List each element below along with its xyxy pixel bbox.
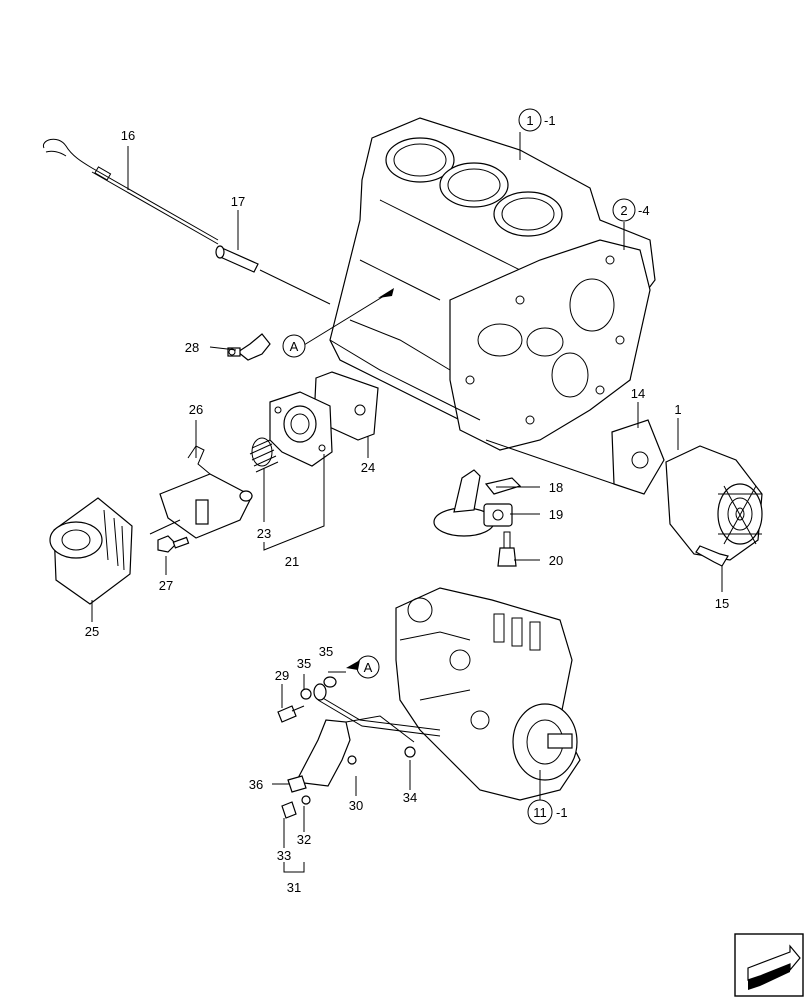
callout-23: 23: [257, 526, 271, 541]
callout-17: 17: [231, 194, 245, 209]
callout-21: 21: [285, 554, 299, 569]
callout-24: 24: [361, 460, 375, 475]
bolt-27: [157, 535, 190, 553]
callout-34: 34: [403, 790, 417, 805]
svg-text:A: A: [364, 660, 373, 675]
dipstick-tube: [215, 245, 259, 273]
bolt-20: [497, 531, 517, 567]
filter-bracket: [159, 445, 253, 539]
injection-pump: [395, 587, 581, 801]
oil-pump: [665, 445, 763, 561]
reference-a-upper: A: [282, 288, 394, 358]
reference-a-lower: A: [346, 655, 380, 679]
direction-arrow-icon[interactable]: [734, 933, 804, 997]
callout-16: 16: [121, 128, 135, 143]
callout-14: 14: [631, 386, 645, 401]
callout-15: 15: [715, 596, 729, 611]
filter-housing-21: [269, 391, 333, 467]
oil-pipe: [295, 693, 441, 787]
callout-19: 19: [549, 507, 563, 522]
svg-text:-4: -4: [638, 203, 650, 218]
callout-27: 27: [159, 578, 173, 593]
callout-26: 26: [189, 402, 203, 417]
svg-text:1: 1: [526, 113, 533, 128]
callout-1-1: 1 -1: [518, 108, 556, 132]
callout-2-4: 2 -4: [612, 198, 650, 222]
callout-33: 33: [277, 848, 291, 863]
callout-35-left: 35: [297, 656, 311, 671]
svg-text:A: A: [290, 339, 299, 354]
callout-32: 32: [297, 832, 311, 847]
callout-36: 36: [249, 777, 263, 792]
pump-gasket: [611, 419, 665, 495]
cylinder-block: [329, 117, 656, 451]
oil-pressure-switch: [227, 333, 271, 361]
callout-25: 25: [85, 624, 99, 639]
fittings: [277, 676, 416, 819]
callout-29: 29: [275, 668, 289, 683]
callout-31: 31: [287, 880, 301, 895]
dipstick: [42, 138, 219, 245]
leader-lines: [91, 132, 723, 873]
oil-filter: [49, 497, 133, 605]
svg-text:2: 2: [620, 203, 627, 218]
svg-text:-1: -1: [556, 805, 568, 820]
callout-28: 28: [185, 340, 199, 355]
callout-35-right: 35: [319, 644, 333, 659]
relief-spring: [249, 437, 279, 473]
callout-1: 1: [674, 402, 681, 417]
svg-text:-1: -1: [544, 113, 556, 128]
callout-30: 30: [349, 798, 363, 813]
oil-strainer: [433, 469, 522, 537]
callout-11-1: 11 -1: [527, 799, 568, 825]
callout-20: 20: [549, 553, 563, 568]
callout-18: 18: [549, 480, 563, 495]
svg-text:11: 11: [533, 805, 547, 820]
